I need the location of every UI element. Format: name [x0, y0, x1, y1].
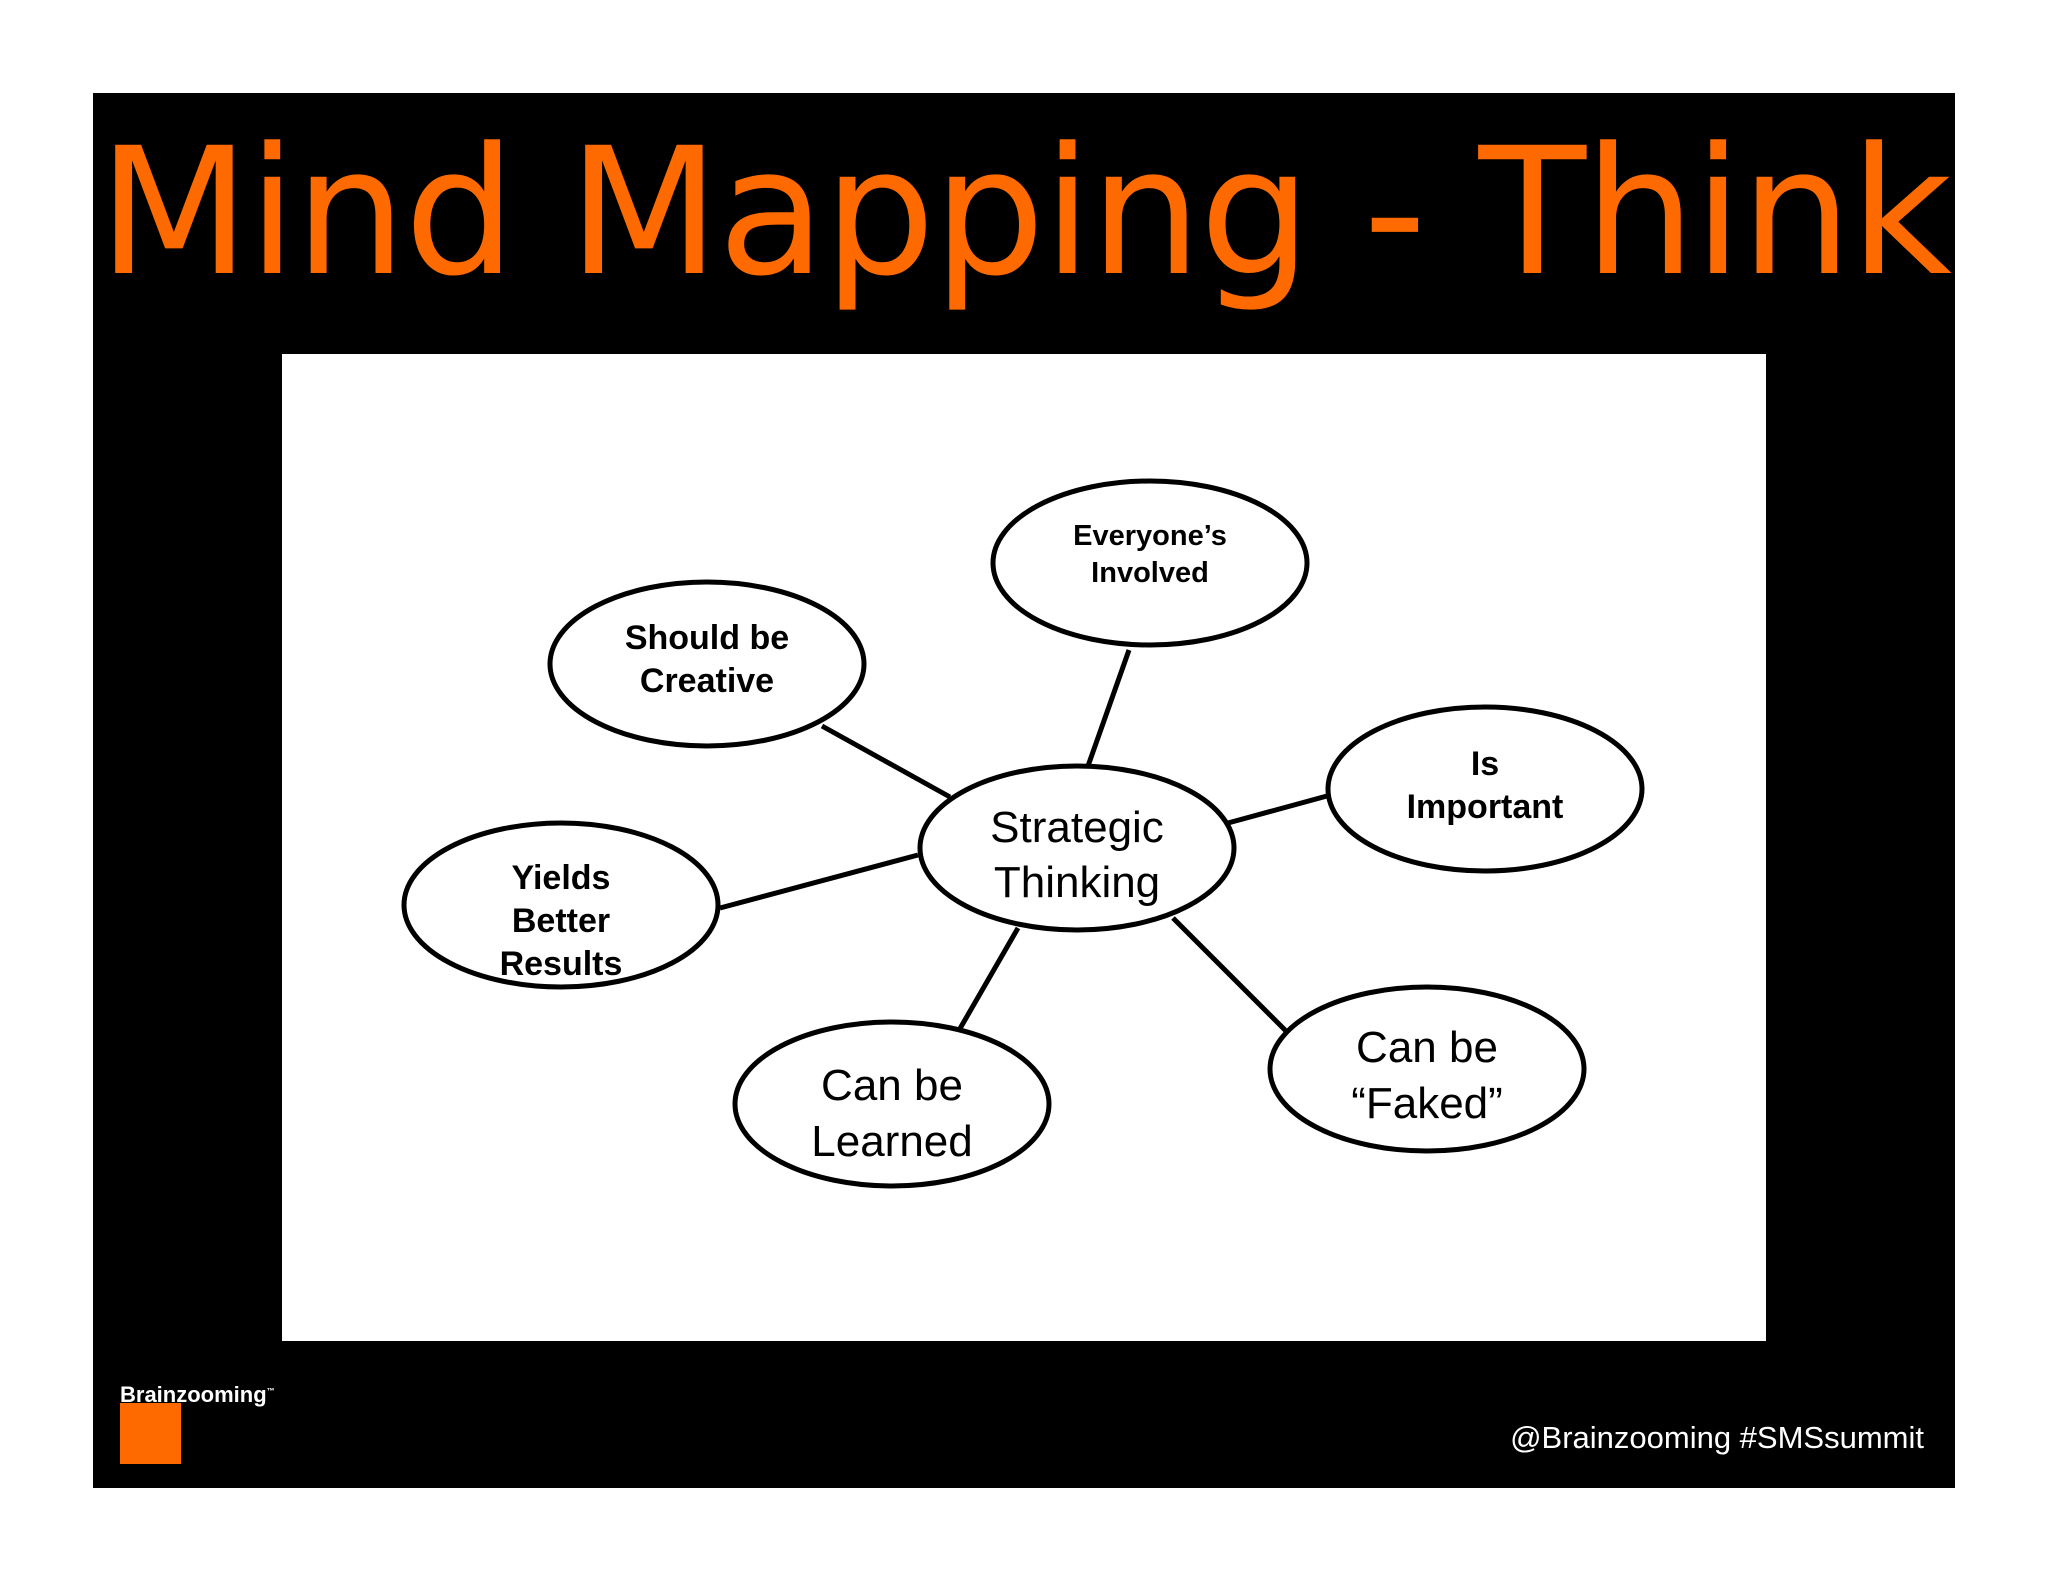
node-everyone-line: Involved	[1091, 557, 1209, 589]
node-creative-shape	[547, 579, 867, 749]
node-learned-label: Can be Learned	[752, 1058, 1032, 1170]
node-results-shape	[401, 820, 721, 990]
node-faked-line: Can be	[1356, 1023, 1498, 1072]
connector-results	[719, 852, 919, 911]
node-results-line: Better	[511, 902, 611, 940]
node-learned-line: Can be	[821, 1061, 963, 1110]
brand-logo-square	[120, 1403, 181, 1464]
node-learned-line: Learned	[811, 1117, 973, 1166]
node-learned-shape	[732, 1019, 1052, 1189]
node-faked-label: Can be “Faked”	[1287, 1020, 1567, 1132]
footer-hashtag: @Brainzooming #SMSsummit	[1510, 1420, 1924, 1455]
node-creative-line: Should be	[624, 619, 790, 657]
brand-name: Brainzooming	[120, 1382, 267, 1407]
node-everyone-line: Everyone’s	[1073, 520, 1227, 552]
node-center-shape	[917, 763, 1237, 933]
brand-trademark: ™	[266, 1386, 275, 1396]
mind-map-panel: Strategic Thinking Everyone’s Involved S…	[282, 354, 1766, 1341]
node-center-label: Strategic Thinking	[937, 800, 1217, 910]
node-results-line: Results	[499, 945, 623, 983]
node-creative-line: Creative	[639, 662, 775, 700]
brand-logo-text: Brainzooming™	[120, 1382, 275, 1408]
node-results-line: Yields	[511, 859, 611, 897]
node-center-line: Strategic	[990, 803, 1164, 852]
node-faked-line: “Faked”	[1351, 1079, 1503, 1128]
connector-everyone	[1085, 649, 1132, 767]
connector-lines	[719, 649, 1328, 1034]
node-important-line: Is	[1470, 745, 1500, 783]
slide-title: Mind Mapping - Think	[97, 110, 1952, 315]
node-creative-label: Should be Creative	[567, 617, 847, 703]
node-important-label: Is Important	[1345, 743, 1625, 829]
node-center-line: Thinking	[993, 858, 1161, 907]
connector-important	[1227, 793, 1328, 826]
node-faked-shape	[1267, 984, 1587, 1154]
node-results-label: Yields Better Results	[421, 857, 701, 986]
connector-faked	[1171, 916, 1288, 1033]
connector-creative	[820, 723, 952, 800]
node-important-line: Important	[1406, 788, 1564, 826]
node-everyone-shape	[990, 478, 1310, 648]
node-important-shape	[1325, 704, 1645, 874]
mind-map-diagram	[401, 478, 1645, 1189]
node-shapes	[401, 478, 1645, 1189]
node-everyone-label: Everyone’s Involved	[1010, 518, 1290, 592]
connector-learned	[955, 926, 1021, 1034]
